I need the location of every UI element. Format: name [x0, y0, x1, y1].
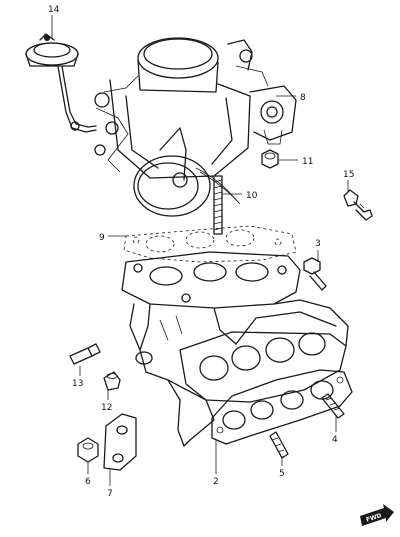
callout-9: 9: [99, 233, 105, 243]
callout-leaders: [51, 15, 349, 486]
callout-4: 4: [332, 435, 338, 445]
callout-14: 14: [48, 5, 60, 15]
bolt-3: [303, 257, 327, 291]
callout-3: 3: [315, 239, 321, 249]
callout-2: 2: [213, 477, 219, 487]
fitting-13: [69, 343, 101, 365]
carburetor-assembly: [94, 37, 297, 217]
callout-13: 13: [72, 379, 83, 389]
nut-6: [77, 437, 99, 463]
bracket-7: [103, 413, 137, 471]
callout-numbers: 14 8 11 15 10 9 3 13 12 4 5 2 6 7: [48, 5, 354, 499]
nut-11: [261, 149, 279, 169]
vacuum-diaphragm-14: [25, 33, 97, 133]
intake-manifold: [121, 251, 349, 447]
manifold-gasket-2: [211, 369, 353, 445]
callout-11: 11: [302, 157, 313, 167]
forward-arrow-icon: FWD: [360, 504, 394, 526]
callout-6: 6: [85, 477, 91, 487]
callout-15: 15: [343, 170, 354, 180]
stud-5: [269, 431, 289, 459]
gasket-9: [123, 225, 297, 263]
callout-12: 12: [101, 403, 112, 413]
callout-5: 5: [279, 469, 285, 479]
callout-10: 10: [246, 191, 258, 201]
sensor-15: [343, 189, 373, 221]
fwd-label: FWD: [365, 512, 382, 524]
plug-12: [103, 371, 121, 391]
callout-8: 8: [300, 93, 306, 103]
stud-4: [321, 393, 345, 419]
stud-10: [213, 175, 223, 235]
callout-7: 7: [107, 489, 113, 499]
